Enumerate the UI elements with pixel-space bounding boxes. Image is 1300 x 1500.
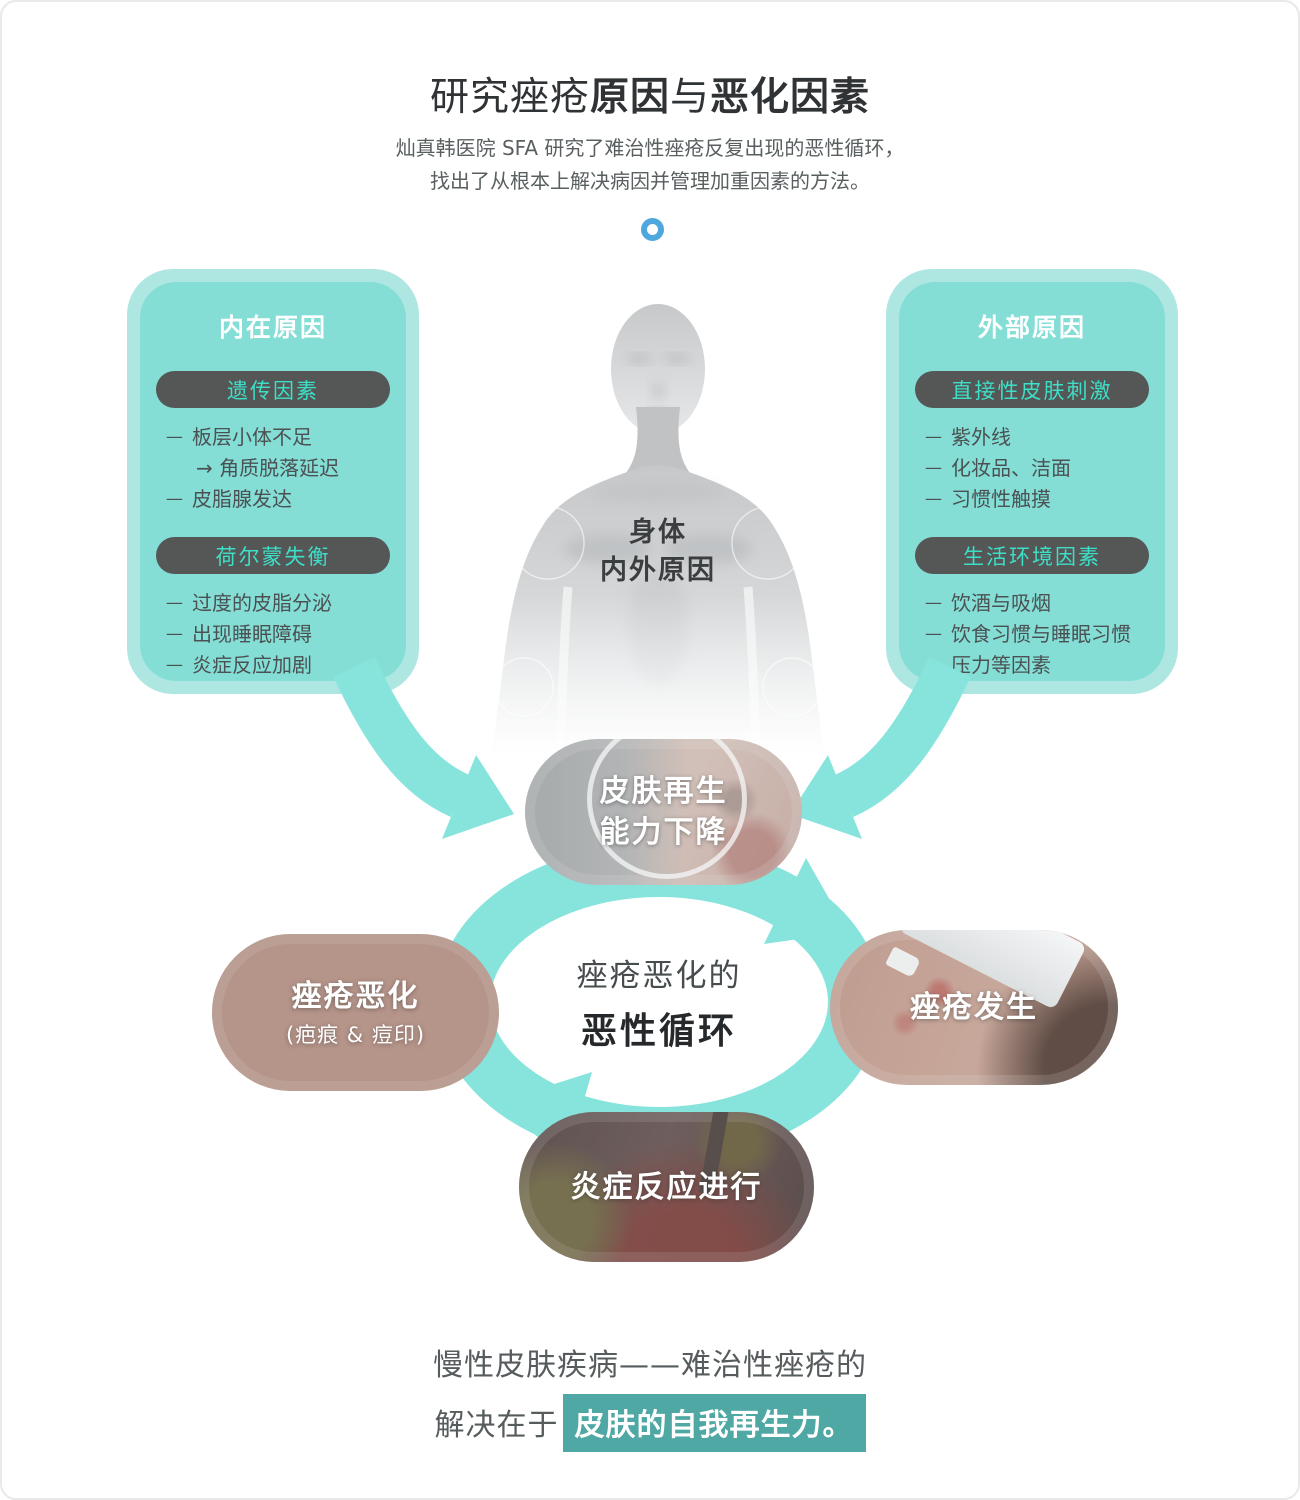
left-flow-arrowhead [442, 755, 514, 839]
body-figure-svg [472, 304, 844, 756]
dash-bullet: — [166, 427, 183, 447]
list-item: — 化妆品、洁面 [925, 453, 1149, 484]
cycle-node-acne-worsening: 痤疮恶化 (疤痕 & 痘印) [212, 934, 499, 1091]
internal-causes-title: 内在原因 [218, 313, 327, 342]
cycle-node-skin-regeneration: 皮肤再生 能力下降 [525, 739, 802, 885]
title-part: 研究痤疮 [429, 75, 590, 120]
heading-label: 生活环境因素 [963, 544, 1101, 569]
list-item: — 压力等因素 [925, 650, 1149, 681]
dash-bullet: — [925, 427, 942, 447]
ring-icon [641, 218, 664, 241]
dash-bullet: — [166, 624, 183, 644]
list-item-text: 饮酒与吸烟 [951, 591, 1051, 615]
list-item-text: 饮食习惯与睡眠习惯 [951, 622, 1131, 646]
list-item: — 习惯性触摸 [925, 484, 1149, 515]
body-label-line2: 内外原因 [600, 555, 716, 586]
external-causes-box: 外部原因 直接性皮肤刺激 —紫外线 —化妆品、洁面 —习惯性触摸 生活环境因素 … [886, 269, 1178, 694]
footer-line2-prefix: 解决在于 [434, 1408, 559, 1443]
page-title: 研究痤疮原因与恶化因素 [2, 66, 1298, 122]
node-sublabel: (疤痕 & 痘印) [285, 1023, 426, 1047]
list-item: — 板层小体不足 [166, 422, 390, 453]
list-item: — 炎症反应加剧 [166, 650, 390, 681]
list-item: — 出现睡眠障碍 [166, 619, 390, 650]
list-item-text: 板层小体不足 [192, 425, 312, 449]
title-part-bold: 恶化因素 [710, 75, 871, 120]
node-label: 痤疮发生 [910, 990, 1038, 1025]
cycle-center-line2: 恶性循环 [580, 1011, 737, 1052]
internal-causes-box: 内在原因 遗传因素 —板层小体不足 → 角质脱落延迟 —皮脂腺发达 荷尔蒙失衡 … [127, 269, 419, 694]
list-item: — 紫外线 [925, 422, 1149, 453]
list-item-text: 化妆品、洁面 [951, 456, 1071, 480]
footer-line1: 慢性皮肤疾病——难治性痤疮的 [433, 1348, 867, 1383]
dash-bullet: — [925, 655, 942, 675]
dash-bullet: — [925, 624, 942, 644]
node-label: 炎症反应进行 [570, 1169, 763, 1205]
list-item-text: → 角质脱落延迟 [196, 456, 340, 480]
list-item: — 过度的皮脂分泌 [166, 588, 390, 619]
internal-section-heading-hormone: 荷尔蒙失衡 [156, 537, 390, 574]
page-subtitle: 灿真韩医院 SFA 研究了难治性痤疮反复出现的恶性循环， 找出了从根本上解决病因… [2, 132, 1298, 198]
list-item-sub: → 角质脱落延迟 [166, 453, 390, 484]
external-section-heading-lifestyle: 生活环境因素 [915, 537, 1149, 574]
heading-label: 直接性皮肤刺激 [951, 378, 1113, 403]
dash-bullet: — [925, 458, 942, 478]
external-stimulus-list: — 紫外线 — 化妆品、洁面 — 习惯性触摸 [925, 422, 1149, 515]
list-item-text: 过度的皮脂分泌 [192, 591, 332, 615]
list-item: — 饮食习惯与睡眠习惯 [925, 619, 1149, 650]
list-item: — 饮酒与吸烟 [925, 588, 1149, 619]
dash-bullet: — [925, 489, 942, 509]
body-label-line1: 身体 [629, 517, 687, 548]
list-item-text: 压力等因素 [951, 653, 1051, 677]
internal-section-heading-genetic: 遗传因素 [156, 371, 390, 408]
subtitle-line2: 找出了从根本上解决病因并管理加重因素的方法。 [430, 169, 870, 193]
external-causes-panel: 外部原因 直接性皮肤刺激 —紫外线 —化妆品、洁面 —习惯性触摸 生活环境因素 … [899, 282, 1165, 681]
external-causes-title: 外部原因 [977, 313, 1086, 342]
heading-label: 荷尔蒙失衡 [215, 544, 331, 569]
internal-genetic-list: — 板层小体不足 → 角质脱落延迟 — 皮脂腺发达 [166, 422, 390, 515]
node-label-line1: 皮肤再生 [599, 774, 728, 809]
body-figure-illustration [472, 295, 844, 756]
body-figure-label: 身体 内外原因 [472, 514, 844, 590]
dash-bullet: — [925, 593, 942, 613]
cycle-node-acne-occurs: 痤疮发生 [830, 930, 1118, 1085]
list-item: — 皮脂腺发达 [166, 484, 390, 515]
cycle-node-inflammation: 炎症反应进行 [519, 1112, 814, 1262]
list-item-text: 紫外线 [951, 425, 1011, 449]
cycle-center-label: 痤疮恶化的 恶性循环 [495, 950, 823, 1054]
external-section-heading-stimulus: 直接性皮肤刺激 [915, 371, 1149, 408]
node-label-line2: 能力下降 [599, 815, 728, 850]
heading-label: 遗传因素 [227, 378, 319, 403]
title-part-bold: 原因 [589, 75, 670, 120]
dash-bullet: — [166, 593, 183, 613]
footer-line2: 解决在于皮肤的自我再生力。 [2, 1394, 1298, 1452]
title-part: 与 [670, 75, 711, 120]
cycle-center-line1: 痤疮恶化的 [576, 958, 742, 994]
dash-bullet: — [166, 489, 183, 509]
list-item-text: 出现睡眠障碍 [192, 622, 312, 646]
node-label: 皮肤再生 能力下降 [600, 771, 728, 853]
external-lifestyle-list: — 饮酒与吸烟 — 饮食习惯与睡眠习惯 — 压力等因素 [925, 588, 1149, 681]
list-item-text: 皮脂腺发达 [192, 487, 292, 511]
subtitle-line1: 灿真韩医院 SFA 研究了难治性痤疮反复出现的恶性循环， [395, 136, 905, 160]
footer-highlight: 皮肤的自我再生力。 [562, 1394, 866, 1452]
dash-bullet: — [166, 655, 183, 675]
footer-message: 慢性皮肤疾病——难治性痤疮的 解决在于皮肤的自我再生力。 [2, 1340, 1298, 1452]
list-item-text: 炎症反应加剧 [192, 653, 312, 677]
cream-tube-nozzle-graphic [885, 946, 921, 978]
internal-causes-panel: 内在原因 遗传因素 —板层小体不足 → 角质脱落延迟 —皮脂腺发达 荷尔蒙失衡 … [140, 282, 406, 681]
node-label: 痤疮恶化 [291, 979, 420, 1014]
internal-hormone-list: — 过度的皮脂分泌 — 出现睡眠障碍 — 炎症反应加剧 [166, 588, 390, 681]
list-item-text: 习惯性触摸 [951, 487, 1051, 511]
